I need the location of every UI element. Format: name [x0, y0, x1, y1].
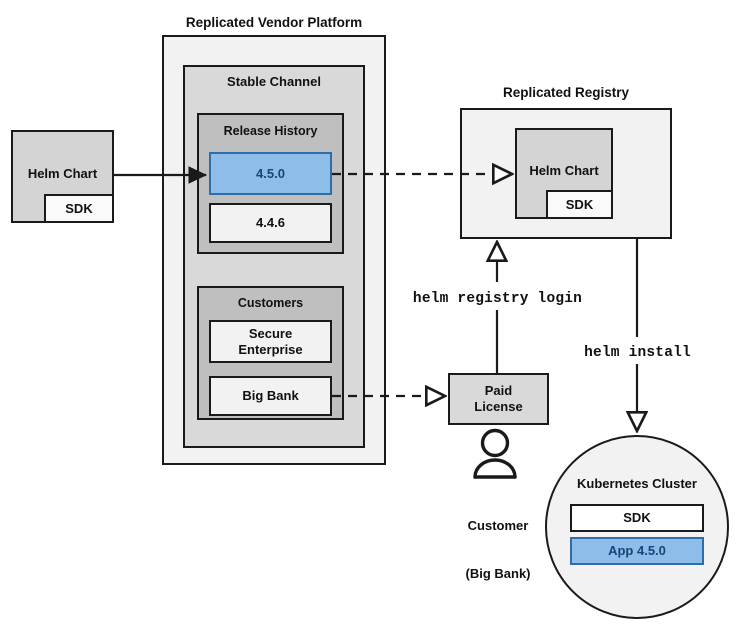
customer-actor-label: Customer (Big Bank) [428, 485, 568, 615]
paid-license-box: Paid License [448, 373, 549, 425]
cluster-component-app: App 4.5.0 [570, 537, 704, 565]
platform-title: Replicated Vendor Platform [185, 15, 363, 30]
registry-helm-chart-label: Helm Chart [529, 163, 599, 178]
customer-actor-line1: Customer [467, 517, 529, 533]
release-history-label: Release History [223, 124, 318, 138]
registry-sdk-box: SDK [546, 190, 613, 219]
release-item-4-4-6[interactable]: 4.4.6 [209, 203, 332, 243]
cluster-component-label: SDK [623, 510, 651, 526]
cluster-component-label: App 4.5.0 [608, 543, 666, 559]
cluster-component-sdk: SDK [570, 504, 704, 532]
customer-item-secure-enterprise[interactable]: Secure Enterprise [209, 320, 332, 363]
customer-person-icon [473, 428, 517, 479]
command-registry-login: helm registry login [412, 291, 583, 307]
customers-label: Customers [237, 296, 304, 310]
paid-license-label: Paid License [474, 383, 523, 414]
customer-item-big-bank[interactable]: Big Bank [209, 376, 332, 416]
release-version-label: 4.4.6 [256, 215, 285, 231]
customer-name-label: Secure Enterprise [238, 325, 303, 357]
command-helm-install: helm install [584, 345, 691, 361]
release-version-label: 4.5.0 [256, 165, 285, 181]
release-item-4-5-0[interactable]: 4.5.0 [209, 152, 332, 195]
source-sdk-box: SDK [44, 194, 114, 223]
registry-sdk-label: SDK [565, 196, 594, 212]
source-sdk-label: SDK [65, 200, 93, 216]
stable-channel-label: Stable Channel [227, 74, 321, 89]
kubernetes-cluster-label: Kubernetes Cluster [577, 476, 697, 491]
source-helm-chart-label: Helm Chart [27, 166, 98, 181]
customer-actor-line2: (Big Bank) [465, 566, 531, 582]
customer-name-label: Big Bank [242, 388, 299, 404]
registry-title: Replicated Registry [502, 85, 630, 100]
